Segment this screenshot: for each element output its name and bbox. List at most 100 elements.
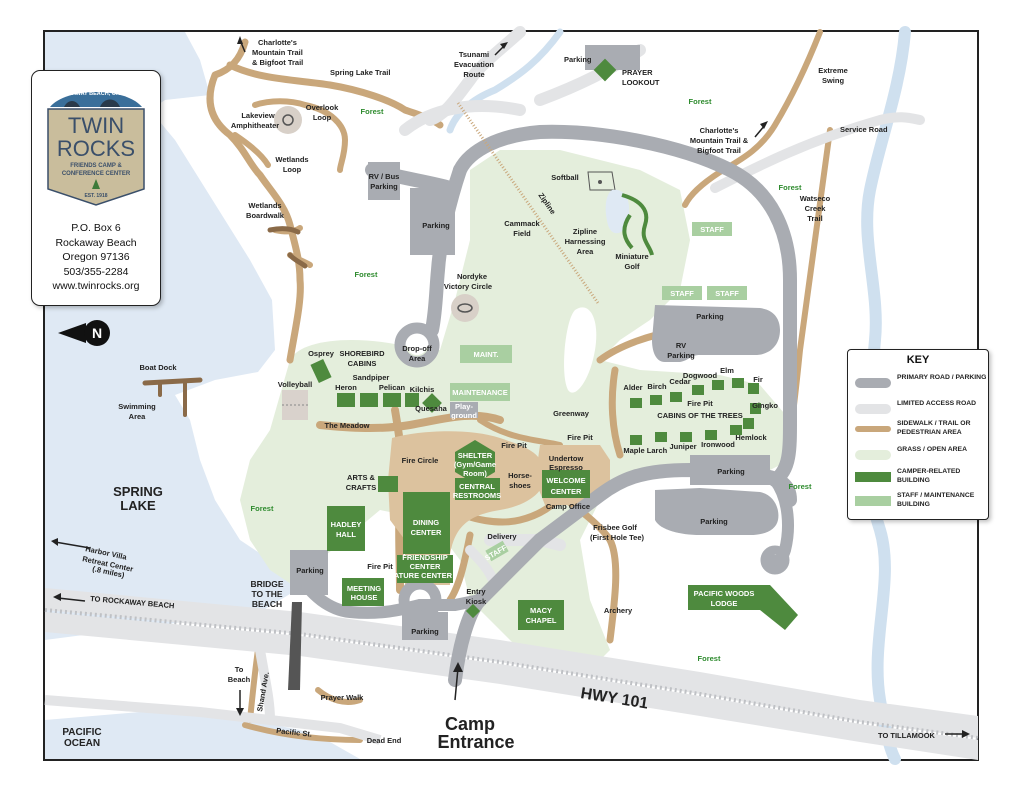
svg-text:Field: Field (513, 229, 531, 238)
logo-address-panel: ROCKAWAY BEACH, OREGON TWIN ROCKS FRIEND… (31, 70, 161, 306)
cabin-group (630, 378, 761, 445)
svg-text:Parking: Parking (370, 182, 398, 191)
forest-label-5: Forest (789, 482, 812, 491)
svg-text:Area: Area (409, 354, 427, 363)
svg-text:Area: Area (577, 247, 595, 256)
ironwood-label: Ironwood (701, 440, 735, 449)
svg-text:ground: ground (451, 411, 477, 420)
key-item-trail: SIDEWALK / TRAIL OR PEDESTRIAN AREA (855, 420, 985, 438)
entrance-roundabout (398, 578, 442, 622)
parking-areas (290, 45, 780, 640)
camper-building-swatch (855, 472, 891, 482)
forest-label-1: Forest (689, 97, 712, 106)
spring-lake-label: SPRING (113, 484, 163, 499)
creek-left (446, 28, 564, 134)
logo-line1: TWIN (68, 113, 124, 138)
svg-text:& Bigfoot Trail: & Bigfoot Trail (252, 58, 303, 67)
map-key: KEY PRIMARY ROAD / PARKING LIMITED ACCES… (847, 349, 989, 520)
logo-sub1: FRIENDS CAMP & (70, 163, 122, 169)
north-arrow-icon: N (58, 320, 110, 346)
volleyball-label: Volleyball (278, 380, 312, 389)
address-line: P.O. Box 6 (71, 222, 121, 234)
elm-label: Elm (720, 366, 734, 375)
archery-label: Archery (604, 606, 633, 615)
svg-text:Beach: Beach (228, 675, 251, 684)
dropoff-label: Drop-off (402, 344, 432, 353)
direction-arrows (51, 36, 970, 738)
larch-label: Larch (647, 446, 668, 455)
parking-label-6: Parking (411, 627, 439, 636)
svg-text:Evacuation: Evacuation (454, 60, 494, 69)
birch-label: Birch (647, 382, 667, 391)
cabins-of-trees-label: CABINS OF THE TREES (657, 411, 742, 420)
volleyball-court (282, 390, 308, 420)
svg-text:LAKE: LAKE (120, 498, 156, 513)
pacific-st-label: Pacific St. (276, 726, 313, 739)
charlotte-top-label: Charlotte's (258, 38, 297, 47)
bridge-label: BRIDGE (250, 579, 283, 589)
delivery-label: Delivery (487, 532, 517, 541)
svg-text:OCEAN: OCEAN (64, 738, 100, 749)
hadley-hall-label: HADLEY (331, 520, 362, 529)
parking-label-5: Parking (296, 566, 324, 575)
parking-label-4: Parking (700, 517, 728, 526)
svg-text:shoes: shoes (509, 481, 531, 490)
kilchis-label: Kilchis (410, 385, 435, 394)
zipline-area-label: Zipline (573, 227, 597, 236)
parking-label-2: Parking (696, 312, 724, 321)
fir-label: Fir (753, 375, 763, 384)
pacific-ocean-water (45, 712, 360, 759)
lakeview-amphitheater (274, 106, 302, 134)
fire-circle-label: Fire Circle (402, 456, 439, 465)
maple-label: Maple (623, 446, 644, 455)
parking-label-1: Parking (422, 221, 450, 230)
parking-top-label: Parking (564, 55, 592, 64)
charlotte-right-label: Charlotte's (700, 126, 739, 135)
friendship-center-label: FRIENDSHIP (402, 553, 447, 562)
central-restrooms-label: CENTRAL (459, 482, 495, 491)
svg-text:HALL: HALL (336, 530, 356, 539)
svg-text:Trail: Trail (807, 214, 822, 223)
svg-text:Creek: Creek (805, 204, 827, 213)
prayer-walk-label: Prayer Walk (321, 693, 364, 702)
svg-text:HOUSE: HOUSE (351, 593, 378, 602)
svg-text:Espresso: Espresso (549, 463, 583, 472)
dining-center-label: DINING (413, 518, 439, 527)
twin-rocks-logo: ROCKAWAY BEACH, OREGON TWIN ROCKS FRIEND… (47, 91, 145, 206)
grass-area-main (240, 150, 790, 670)
svg-text:CENTER: CENTER (410, 562, 441, 571)
svg-text:Boardwalk: Boardwalk (246, 211, 285, 220)
pacific-ocean-label: PACIFIC (62, 727, 101, 738)
svg-text:MINIATURE CENTER: MINIATURE CENTER (378, 571, 453, 580)
svg-text:CENTER: CENTER (551, 487, 582, 496)
undertow-label: Undertow (549, 454, 584, 463)
horseshoes-label: Horse- (508, 471, 532, 480)
svg-text:Amphitheater: Amphitheater (231, 121, 279, 130)
svg-text:(Gym/Game: (Gym/Game (454, 460, 496, 469)
lower-loop (760, 545, 790, 575)
rv-parking-label: RV (676, 341, 686, 350)
forest-label-4: Forest (355, 270, 378, 279)
logo-line2: ROCKS (57, 136, 135, 161)
svg-text:LODGE: LODGE (711, 599, 738, 608)
pond (605, 189, 630, 234)
arts-crafts-label: ARTS & (347, 473, 376, 482)
grass-swatch (855, 450, 891, 460)
fire-pit-welcome-label: Fire Pit (567, 433, 593, 442)
sandpiper-label: Sandpiper (353, 373, 390, 382)
mini-golf-course (621, 193, 654, 256)
address-line: Rockaway Beach (55, 236, 137, 249)
svg-text:CABINS: CABINS (348, 359, 377, 368)
parking-label-3: Parking (717, 467, 745, 476)
staff-label-2: STAFF (670, 289, 694, 298)
trail-swatch (855, 426, 891, 432)
key-item-limited-road: LIMITED ACCESS ROAD (855, 400, 985, 418)
highway-101 (44, 588, 979, 760)
nordyke-label: Nordyke (457, 272, 487, 281)
svg-text:BEACH: BEACH (252, 599, 282, 609)
website-link[interactable]: www.twinrocks.org (52, 280, 140, 292)
forest-label-6: Forest (251, 504, 274, 513)
meadow-label: The Meadow (324, 421, 369, 430)
svg-text:Mountain Trail &: Mountain Trail & (690, 136, 749, 145)
primary-road-swatch (855, 378, 891, 388)
